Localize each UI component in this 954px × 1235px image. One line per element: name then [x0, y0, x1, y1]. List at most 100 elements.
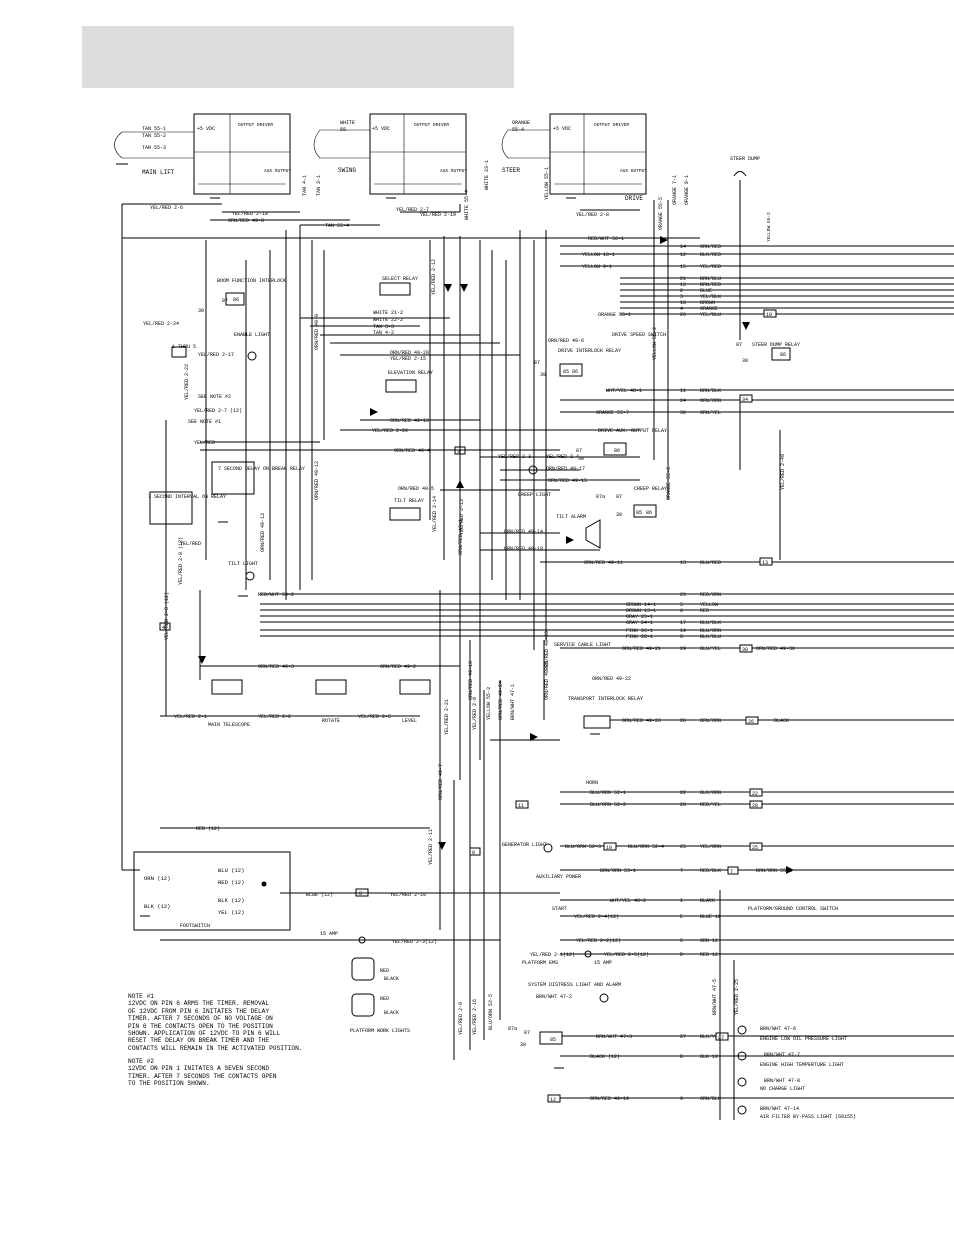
label-wires-yellow-10-1: YELLOW 10-1 [582, 252, 615, 258]
schematic-rect [385, 379, 417, 393]
label-connectors-right-32-wire: ORN/BLK [700, 1096, 721, 1102]
label-relay-pins-p87a: 87a [508, 1026, 517, 1032]
label-wires-brn-orn-53-1: BRN/ORN 53-1 [600, 868, 636, 874]
label-relay-pins-p86: 86 [780, 352, 786, 358]
schematic-polygon [456, 480, 464, 488]
label-labels-tilt-alarm: TILT ALARM [556, 514, 586, 520]
label-labels-red: RED [380, 968, 389, 974]
label-wires-orn-red-49-1: ORN/RED 49-1 [458, 519, 464, 555]
schematic-polygon [460, 284, 468, 292]
label-wires-tan-55-4: TAN 55-4 [325, 223, 349, 229]
label-wires-yel-red-2-22: YEL/RED 2-22 [184, 364, 190, 400]
label-wires-yel-red-2-11: YEL/RED 2-11 [428, 829, 434, 865]
schematic-path [733, 171, 747, 177]
label-footswitch-red: RED (12) [218, 879, 244, 886]
label-wires-tan-4-1: TAN 4-1 [302, 175, 308, 196]
label-connectors-right-16-pin: 6 [680, 608, 683, 614]
label-wires-orn-red-49-11: ORN/RED 49-11 [584, 560, 623, 566]
label-connectors-tag-4: 4 [162, 625, 165, 631]
schematic-rect [633, 504, 657, 518]
label-wires-brn-wht-47-3: BRN/WHT 47-3 [596, 1034, 632, 1040]
label-connectors-right-26-wire: BLACK [700, 898, 715, 904]
label-connectors-right-7-pin: 18 [680, 300, 686, 306]
label-wires-orange-55-5: ORANGE 55-5 [658, 197, 664, 230]
label-wires-orn-red-49-25: ORN/RED 49-25 [544, 661, 550, 700]
label-connectors-right-0-pin: 14 [680, 244, 686, 250]
label-connectors-right-23-pin: 28 [680, 802, 686, 808]
label-wires-yel-red-2-8: YEL/RED 2-8 [576, 212, 609, 218]
label-wires-orn-red-49-21: ORN/RED 49-21 [622, 646, 661, 652]
note-1-title: NOTE #1 [128, 993, 154, 1000]
schematic-rect [739, 394, 753, 403]
schematic-polygon [198, 656, 206, 664]
label-connectors-tag-11: 11 [518, 803, 524, 809]
schematic-g [165, 200, 781, 1120]
schematic-circle [358, 936, 366, 944]
label-connectors-right-18-wire: BLU/ORN [700, 628, 721, 634]
label-wires-brn-wht-47-14: BRN/WHT 47-14 [760, 1106, 799, 1112]
schematic-g [149, 346, 431, 695]
label-wires-white-23-1: WHITE 23-1 [484, 160, 490, 190]
schematic-g: YEL/RED 2-24 YEL/RED 2-17 WHITE 21-2 WHI… [143, 310, 800, 1112]
label-labels-rotate: ROTATE [322, 718, 340, 724]
label-wires-yel-red-2-8-12: YEL/RED 2-8 (12) [164, 592, 170, 640]
label-connectors-right-6-wire: YEL/BLK [700, 294, 721, 300]
label-connectors-right-31-wire: BLK 12 [700, 1054, 718, 1060]
label-wires-orn-red-49-17: ORN/RED 49-17 [546, 466, 585, 472]
label-wires-wht-yel-48-1: WHT/YEL 48-1 [606, 388, 642, 394]
label-connectors-right-20-wire: BLU/YEL [700, 646, 721, 652]
note-2-title: NOTE #2 [128, 1058, 154, 1065]
label-connectors-right-24-wire: YEL/ORN [700, 844, 721, 850]
label-connectors-right-4-pin: 16 [680, 282, 686, 288]
label-labels-no-charge-light: NO CHARGE LIGHT [760, 1086, 805, 1092]
label-wires-blu-orn-52-3: BLU/ORN 52-3 [565, 844, 601, 850]
label-connectors-tag-25: 25 [752, 845, 758, 851]
schematic-g [198, 236, 794, 874]
label-wires-yel-red-2-15: YEL/RED 2-15 [390, 356, 426, 362]
label-connectors-right-25-pin: 7 [680, 868, 683, 874]
schematic-rect [211, 679, 243, 695]
label-relay-pins-p85: 85 [636, 510, 642, 516]
schematic-g [122, 225, 791, 1045]
schematic-g: 87 30 86 87 30 85 86 87 30 86 87a 87 30 … [198, 297, 786, 1048]
label-wires-orn-red-49-12: ORN/RED 49-12 [314, 461, 320, 500]
schematic-rect [549, 113, 647, 195]
label-wires-orn-red-49-20: ORN/RED 49-20 [390, 350, 429, 356]
label-connectors-tag-19: 19 [766, 312, 772, 318]
label-wires-blu-orn-52-2: BLU/ORN 52-2 [590, 802, 626, 808]
label-relay-pins-p87: 87 [222, 298, 228, 304]
schematic-rect [749, 842, 763, 851]
schematic-rect [351, 993, 375, 1017]
label-connectors-tag-27: 27 [718, 1035, 724, 1041]
schematic-path [313, 129, 321, 159]
label-relay-pins-p86: 86 [614, 448, 620, 454]
label-wires-orn-red-49-9: ORN/RED 49-9 [314, 314, 320, 350]
label-wires-yellow-9-1: YELLOW 9-1 [582, 264, 612, 270]
label-connectors-right-22-pin: 22 [680, 790, 686, 796]
label-wires-yel-red-2-4: YEL/RED 2-4 [546, 454, 579, 460]
label-wires-orn-red-49-19: ORN/RED 49-19 [590, 1096, 629, 1102]
schematic-rect [715, 1032, 729, 1041]
label-wires-orn-red-49-14: ORN/RED 49-14 [504, 529, 543, 535]
label-connectors-right-14-pin: 23 [680, 592, 686, 598]
label-wires-orange-55-6: ORANGE 55-6 [666, 467, 672, 500]
label-connectors-tag-10: 10 [606, 845, 612, 851]
module-drive: +5 VDC OUTPUT DRIVER AUX OUTPUT ORANGE 5… [501, 113, 647, 202]
label-wires-yel-red-2-4-12: YEL/RED 2-4(12) [574, 914, 619, 920]
label-wires-brn-wht-47-5: BRN/WHT 47-5 [712, 979, 718, 1015]
label-connectors-right-8-wire: ORANGE [700, 306, 718, 312]
label-wires-blue-12: BLUE (12) [306, 892, 333, 898]
label-connectors-right-19-pin: 8 [680, 634, 683, 640]
schematic-g: 19 34 13 30 26 22 28 25 7 27 8 4 11 10 9… [159, 309, 777, 1103]
label-modules-main-lift-pins-0: TAN 55-1 [142, 126, 166, 132]
label-wires-yel-red: YEL/RED [194, 440, 215, 446]
label-connectors-right-29-pin: D [680, 952, 683, 958]
label-wires-yel-red-2-3-12: YEL/RED 2-3(12) [392, 939, 437, 945]
schematic-rect [389, 507, 421, 521]
label-connectors-right-21-wire: BRN/ORN [700, 718, 721, 724]
label-wires-black-12: BLACK (12) [590, 1054, 620, 1060]
label-wires-yel-red-2-12: YEL/RED 2-12 [431, 259, 437, 295]
label-connectors-right-28-wire: ORN 12 [700, 938, 718, 944]
schematic-polygon [566, 536, 574, 544]
label-labels-see-note-1: SEE NOTE #1 [188, 419, 221, 425]
